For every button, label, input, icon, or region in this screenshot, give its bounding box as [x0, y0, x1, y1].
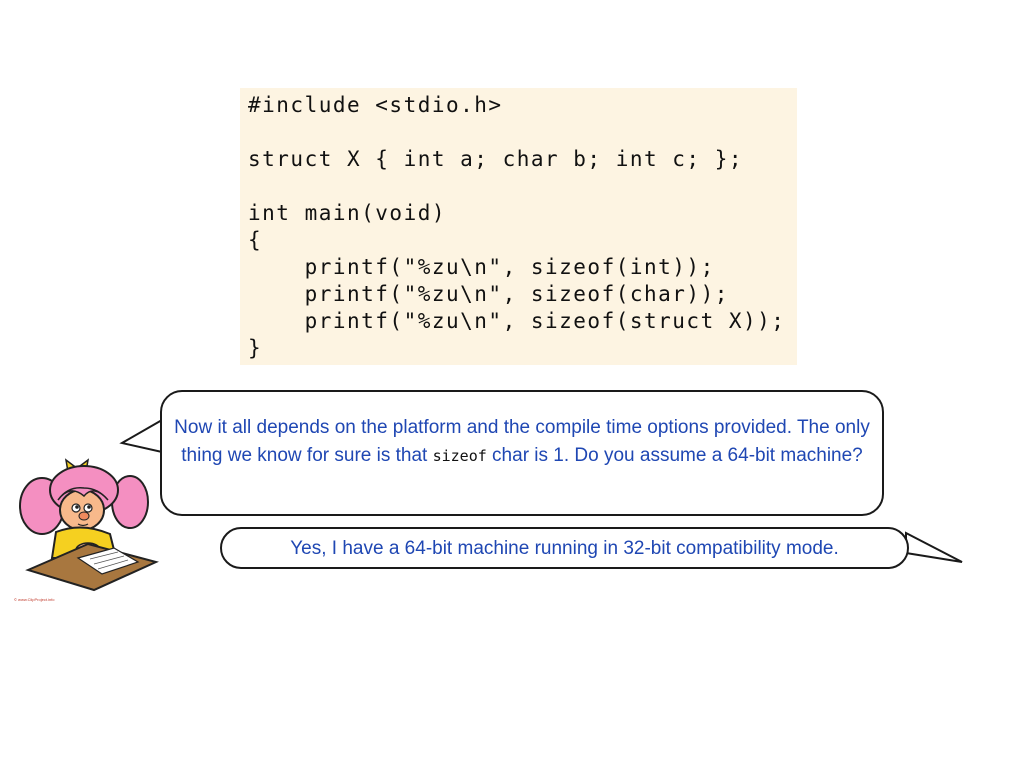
code-line	[248, 173, 797, 200]
bubble-text: Now it all depends on the platform and t…	[174, 417, 870, 466]
code-line: struct X { int a; char b; int c; };	[248, 147, 744, 171]
code-line	[248, 119, 797, 146]
girl-writing-icon	[19, 458, 159, 592]
bubble1-tail	[119, 418, 163, 454]
code-line: printf("%zu\n", sizeof(char));	[248, 282, 729, 306]
code-line: int main(void)	[248, 201, 447, 225]
code-line: {	[248, 228, 263, 252]
code-line: printf("%zu\n", sizeof(struct X));	[248, 309, 786, 333]
code-line: }	[248, 336, 263, 360]
code-block: #include <stdio.h> struct X { int a; cha…	[240, 88, 797, 365]
bubble-text: char is 1. Do you assume a 64-bit machin…	[486, 445, 863, 466]
bubble-text: Yes, I have a 64-bit machine running in …	[290, 538, 839, 559]
illustration-credit: © www.ClipProject.info	[14, 597, 55, 602]
speech-bubble-question: Now it all depends on the platform and t…	[160, 390, 884, 516]
bubble-code-keyword: sizeof	[432, 447, 487, 465]
code-line: #include <stdio.h>	[248, 93, 503, 117]
bubble2-tail	[905, 531, 963, 563]
speech-bubble-answer: Yes, I have a 64-bit machine running in …	[220, 527, 909, 569]
code-line: printf("%zu\n", sizeof(int));	[248, 255, 715, 279]
